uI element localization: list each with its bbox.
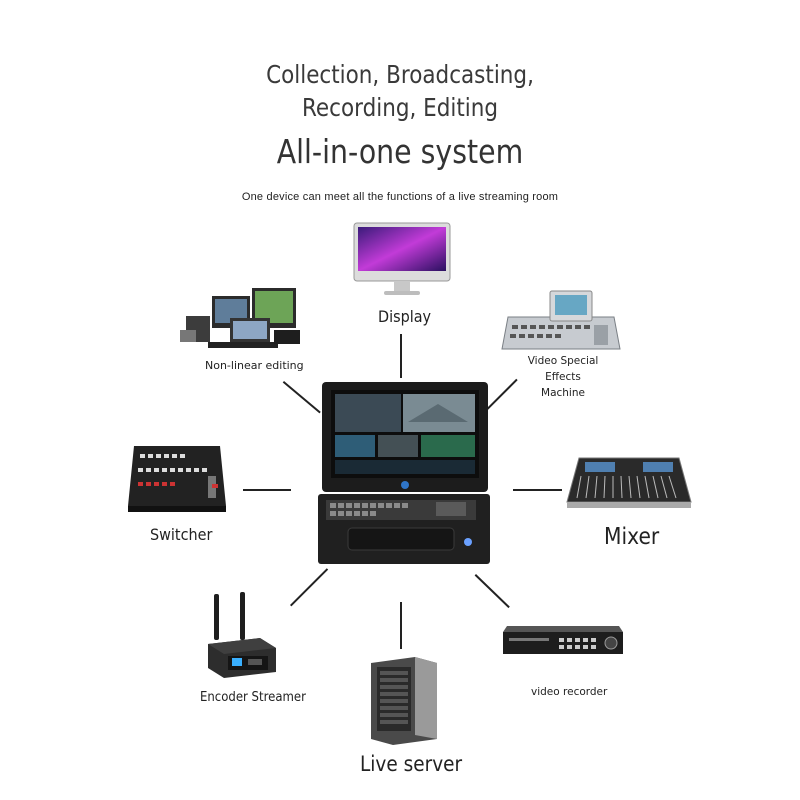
encoder-device-icon — [208, 592, 276, 678]
label-effects-line-1: Video Special — [527, 355, 599, 367]
monitor-icon — [353, 222, 451, 295]
label-recorder: video recorder — [531, 686, 608, 698]
label-effects-line-2: Effects — [545, 371, 581, 383]
label-nonlinear: Non-linear editing — [205, 359, 304, 372]
headline-top: Collection, Broadcasting, Recording, Edi… — [56, 58, 744, 124]
connector-encoder — [290, 568, 328, 607]
connector-display — [400, 334, 402, 378]
workstation-icon — [318, 382, 490, 564]
server-tower-icon — [371, 657, 437, 745]
label-switcher: Switcher — [150, 525, 213, 544]
effects-console-icon — [501, 290, 621, 350]
subtitle: One device can meet all the functions of… — [241, 191, 559, 203]
switcher-panel-icon — [128, 446, 226, 512]
label-mixer: Mixer — [604, 524, 660, 550]
label-encoder: Encoder Streamer — [200, 690, 306, 705]
editing-workstation-icon — [180, 288, 300, 348]
recorder-device-icon — [503, 626, 623, 654]
connector-switcher — [243, 489, 291, 491]
audio-mixer-icon — [566, 457, 692, 508]
label-effects: Video Special Effects Machine — [523, 353, 603, 401]
connector-mixer — [513, 489, 562, 491]
main-title: All-in-one system — [276, 132, 524, 171]
connector-nonlinear — [283, 381, 321, 414]
connector-server — [400, 602, 402, 649]
label-effects-line-3: Machine — [541, 387, 585, 399]
connector-recorder — [474, 574, 510, 608]
headline-line-2: Recording, Editing — [301, 93, 499, 122]
label-display: Display — [378, 307, 432, 326]
headline-line-1: Collection, Broadcasting, — [266, 60, 534, 89]
label-server: Live server — [360, 752, 463, 776]
